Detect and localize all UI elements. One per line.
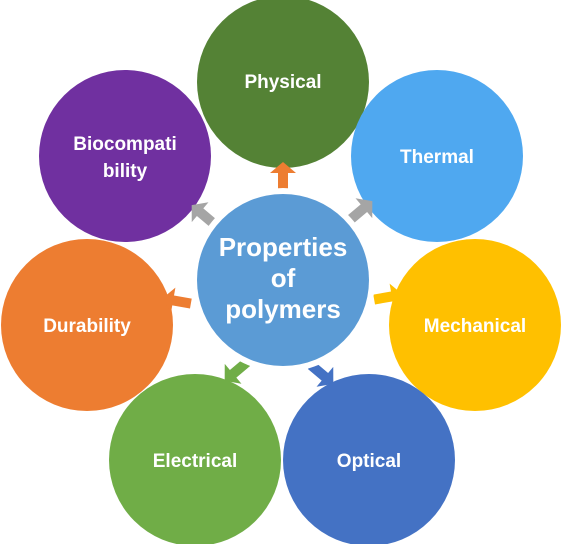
arrow-to-electrical — [224, 358, 251, 384]
node-biocompatibility-circle — [39, 70, 211, 242]
arrows — [162, 162, 403, 387]
node-biocompatibility-label-line2: bility — [103, 161, 148, 182]
node-mechanical: Mechanical — [389, 239, 561, 411]
node-durability-label: Durability — [43, 316, 131, 337]
center-label-line2: of — [271, 263, 296, 293]
arrow-to-durability — [162, 287, 192, 314]
node-biocompatibility-label-line1: Biocompati — [73, 134, 176, 155]
arrow-to-thermal — [346, 198, 373, 224]
node-thermal-circle — [351, 70, 523, 242]
node-optical: Optical — [283, 374, 455, 544]
center-label-line1: Properties — [219, 232, 348, 262]
node-electrical-circle — [109, 374, 281, 544]
center-node: Properties of polymers — [191, 188, 375, 372]
node-electrical-label: Electrical — [153, 451, 238, 472]
node-durability-circle — [1, 239, 173, 411]
node-thermal: Thermal — [351, 70, 523, 242]
arrow-to-physical — [270, 162, 296, 191]
node-physical-circle — [197, 0, 369, 168]
node-mechanical-label: Mechanical — [424, 316, 526, 337]
center-node-circle — [197, 194, 369, 366]
node-mechanical-circle — [389, 239, 561, 411]
node-optical-circle — [283, 374, 455, 544]
arrow-to-optical — [307, 361, 334, 387]
node-durability: Durability — [1, 239, 173, 411]
center-label-line3: polymers — [225, 294, 341, 324]
node-optical-label: Optical — [337, 451, 401, 472]
arrow-to-biocompatibility — [191, 202, 218, 228]
arrow-to-mechanical — [373, 283, 403, 310]
node-thermal-label: Thermal — [400, 147, 474, 168]
node-electrical: Electrical — [109, 374, 281, 544]
node-physical-label: Physical — [244, 72, 321, 93]
node-physical: Physical — [197, 0, 369, 168]
node-biocompatibility: Biocompati bility — [39, 70, 211, 242]
